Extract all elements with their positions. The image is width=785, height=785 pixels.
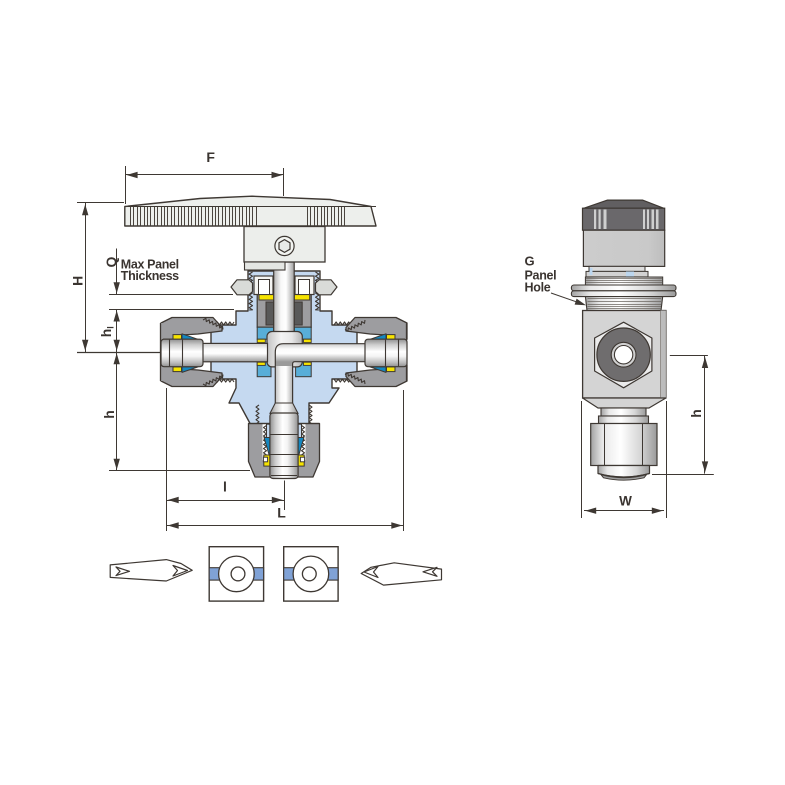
svg-text:W: W (619, 494, 632, 509)
svg-text:h: h (101, 410, 117, 419)
svg-text:Panel: Panel (525, 269, 557, 283)
svg-text:l: l (223, 479, 227, 495)
svg-text:Max Panel: Max Panel (121, 257, 179, 271)
svg-text:G: G (525, 254, 535, 269)
svg-text:Q: Q (103, 256, 119, 267)
svg-text:Hole: Hole (525, 281, 551, 295)
svg-text:L: L (277, 505, 286, 521)
svg-text:Thickness: Thickness (121, 269, 179, 283)
svg-text:H: H (69, 276, 85, 286)
svg-text:hl: hl (98, 326, 116, 337)
svg-text:h: h (688, 409, 704, 418)
svg-text:F: F (206, 149, 215, 165)
